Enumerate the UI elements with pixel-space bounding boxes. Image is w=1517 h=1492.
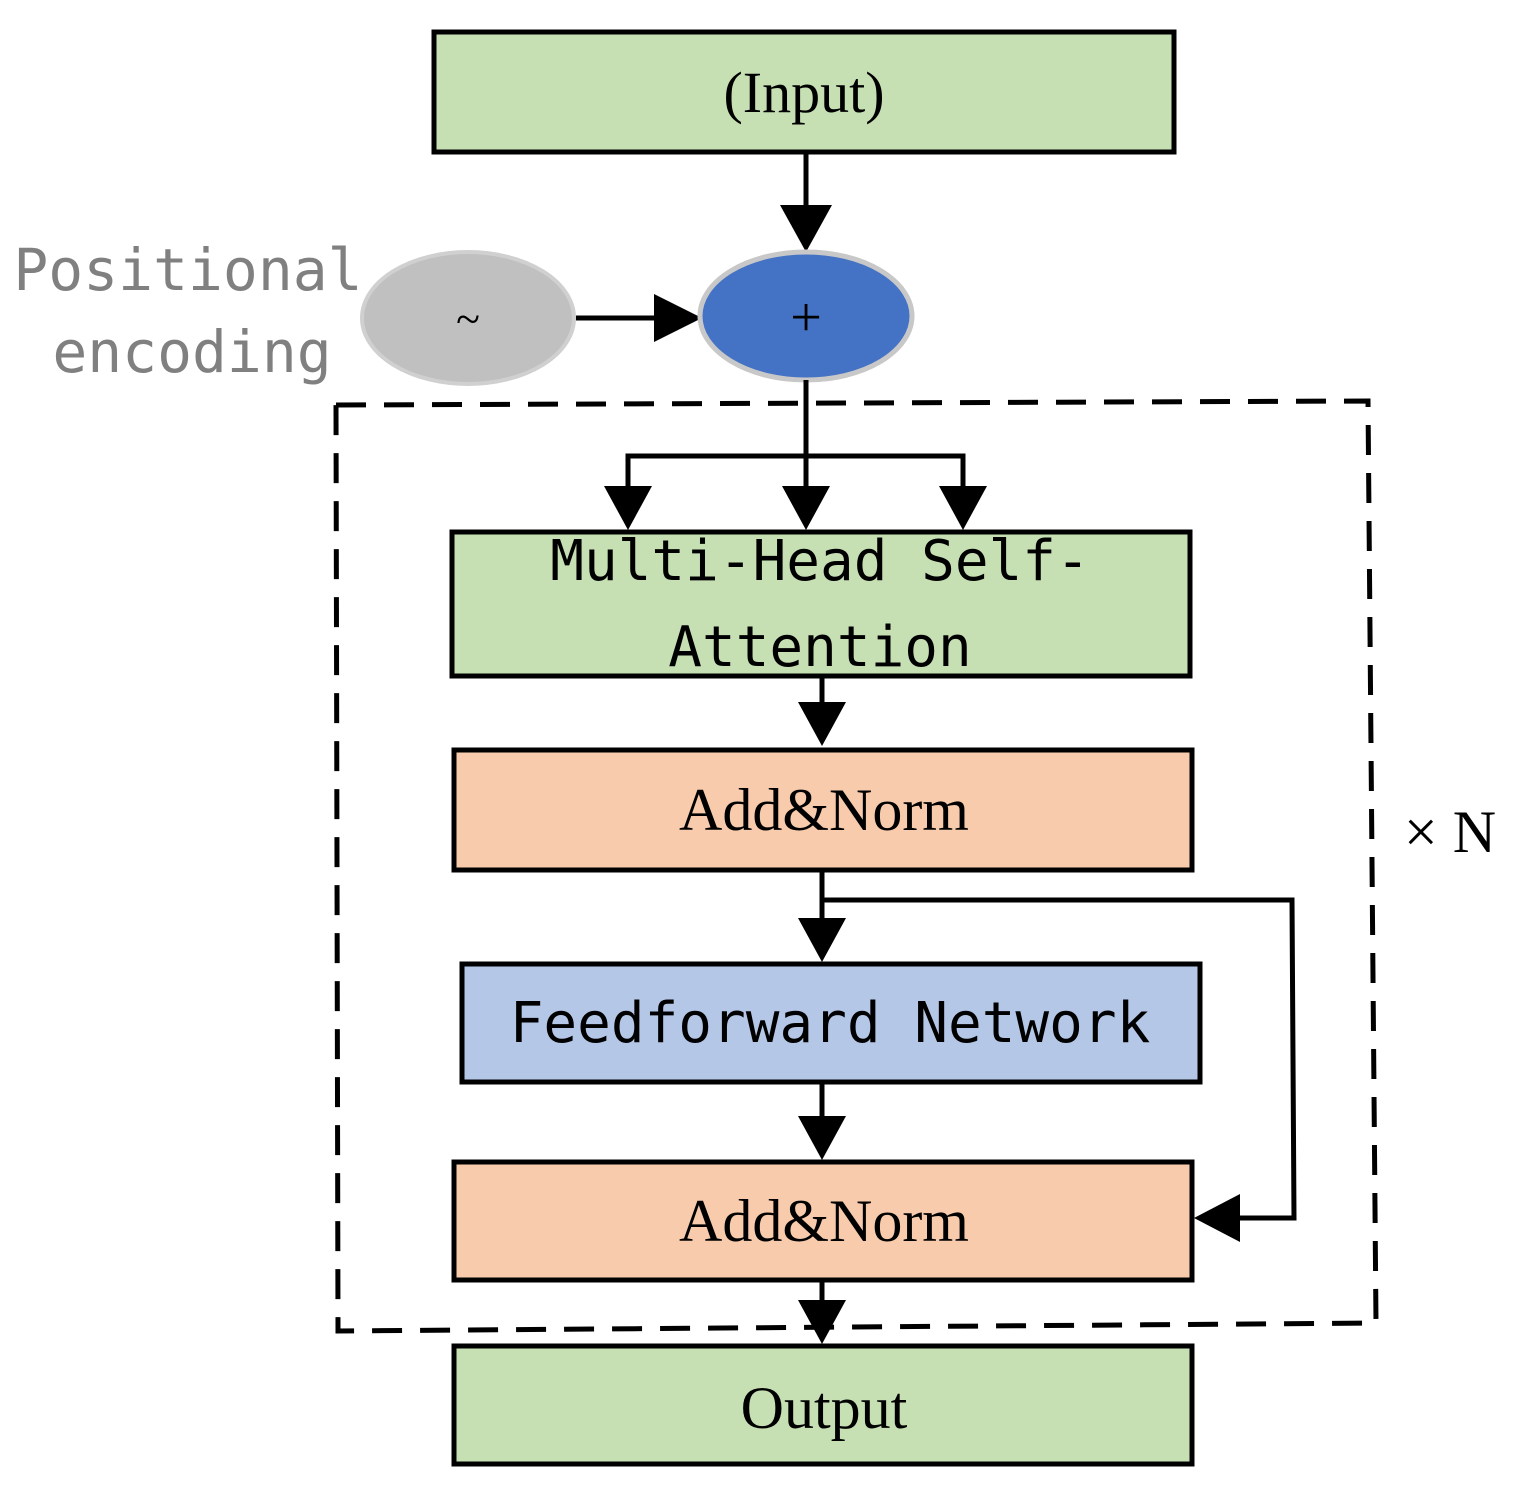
repeat-block-border: [333, 398, 1379, 1334]
plus-symbol: +: [790, 287, 822, 349]
branch-left: [625, 453, 806, 490]
arrowhead-query: [604, 486, 652, 530]
branch-right: [806, 453, 966, 490]
positional-encoding-label-line2: encoding: [52, 318, 331, 386]
add-norm-label-1: Add&Norm: [679, 777, 969, 843]
arrowhead-key: [782, 486, 830, 530]
arrowhead-positional-to-plus: [654, 294, 702, 342]
arrowhead-input-to-plus: [780, 205, 832, 252]
multi-head-self-attention-box: [449, 529, 1193, 679]
ffn-label: Feedforward Network: [510, 991, 1151, 1056]
arrowhead-addnorm1-to-ffn: [798, 918, 846, 962]
arrowhead-mhsa-to-addnorm1: [798, 702, 846, 746]
positional-encoding-node: [360, 250, 576, 386]
input-label: (Input): [723, 60, 884, 125]
arrowhead-residual: [1194, 1194, 1240, 1242]
output-box: [451, 1343, 1195, 1467]
arrowhead-value: [939, 486, 987, 530]
feedforward-network-box: [459, 961, 1203, 1085]
add-norm-label-2: Add&Norm: [679, 1188, 969, 1254]
repeat-count-label: × N: [1404, 799, 1496, 865]
output-label: Output: [741, 1375, 908, 1441]
positional-encoding-label-line1: Positional: [13, 236, 362, 304]
mhsa-label-line2: Attention: [668, 615, 971, 680]
residual-connection: [822, 897, 1297, 1221]
mhsa-label-line1: Multi-Head Self-: [550, 529, 1089, 594]
positional-encoding-symbol: ~: [456, 295, 480, 344]
arrowhead-addnorm2-to-output: [798, 1300, 846, 1344]
arrowhead-ffn-to-addnorm2: [798, 1116, 846, 1160]
